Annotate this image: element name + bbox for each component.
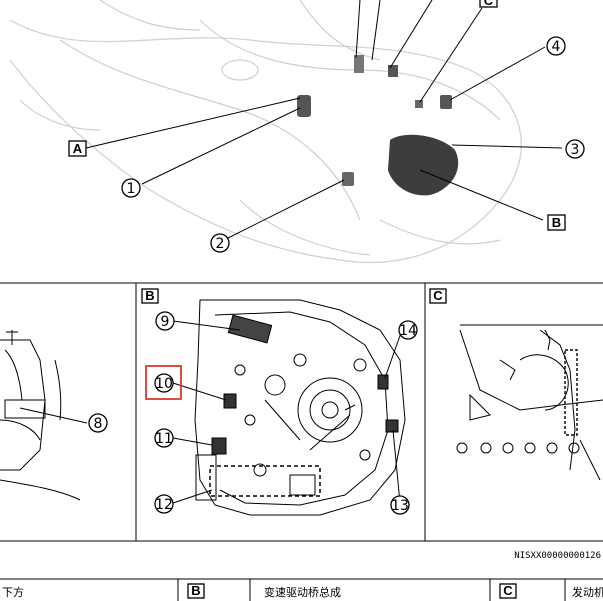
svg-text:A: A xyxy=(73,141,83,156)
panel-a-illustration xyxy=(0,330,88,501)
svg-text:B: B xyxy=(191,583,200,598)
leader-lines-panel-b xyxy=(172,320,403,504)
component-2-shape xyxy=(342,172,354,186)
svg-text:C: C xyxy=(484,0,494,8)
callout-1: 1 xyxy=(121,178,141,198)
svg-text:1: 1 xyxy=(127,181,136,197)
callout-14: 14 xyxy=(398,320,418,340)
component-upper-shape xyxy=(354,55,364,73)
legend-table xyxy=(0,578,603,601)
connector-icons xyxy=(456,442,580,454)
svg-text:3: 3 xyxy=(571,142,580,158)
label-box-b-top: B xyxy=(547,214,566,231)
svg-text:C: C xyxy=(433,288,443,303)
callout-9: 9 xyxy=(155,311,175,331)
label-box-c-panel: C xyxy=(429,288,447,304)
legend-cell-left: 下方 xyxy=(2,585,24,599)
callout-12: 12 xyxy=(154,494,174,514)
callout-3: 3 xyxy=(565,139,585,159)
transaxle-assembly-shape xyxy=(388,134,459,196)
component-c-shape xyxy=(388,65,398,77)
reference-code: NISXX00000000126 xyxy=(514,551,601,561)
car-overview-illustration xyxy=(9,0,522,264)
highlight-box xyxy=(145,365,182,400)
component-shapes xyxy=(297,55,459,196)
callout-2: 2 xyxy=(210,233,230,253)
svg-text:4: 4 xyxy=(552,39,561,55)
svg-text:12: 12 xyxy=(155,497,173,513)
leader-lines-top xyxy=(85,0,563,239)
callout-13: 13 xyxy=(390,495,410,515)
detail-panels-frame xyxy=(0,282,603,542)
label-box-b-panel: B xyxy=(141,288,159,304)
legend-c-letter: C xyxy=(499,583,517,599)
label-box-c-top: C xyxy=(479,0,498,8)
component-1-shape xyxy=(297,95,311,117)
engine-detail-illustration xyxy=(456,324,603,481)
svg-text:14: 14 xyxy=(399,323,417,339)
legend-b-letter: B xyxy=(187,583,205,599)
label-box-a: A xyxy=(68,140,87,157)
svg-text:11: 11 xyxy=(155,431,173,447)
svg-text:B: B xyxy=(552,215,561,230)
callout-8: 8 xyxy=(88,413,108,433)
svg-text:C: C xyxy=(503,583,513,598)
callout-10: 10 xyxy=(145,365,182,400)
svg-text:9: 9 xyxy=(161,314,170,330)
component-4-shape xyxy=(440,95,452,109)
svg-text:2: 2 xyxy=(216,236,225,252)
component-small-shape xyxy=(415,100,423,108)
svg-text:8: 8 xyxy=(94,416,103,432)
svg-text:B: B xyxy=(145,288,154,303)
callout-11: 11 xyxy=(154,428,174,448)
legend-c-text: 发动机 xyxy=(572,585,603,599)
transaxle-detail-illustration xyxy=(194,299,406,516)
callout-4: 4 xyxy=(546,36,566,56)
svg-text:13: 13 xyxy=(391,498,409,514)
legend-b-text: 变速驱动桥总成 xyxy=(264,585,341,599)
svg-text:10: 10 xyxy=(155,376,173,392)
